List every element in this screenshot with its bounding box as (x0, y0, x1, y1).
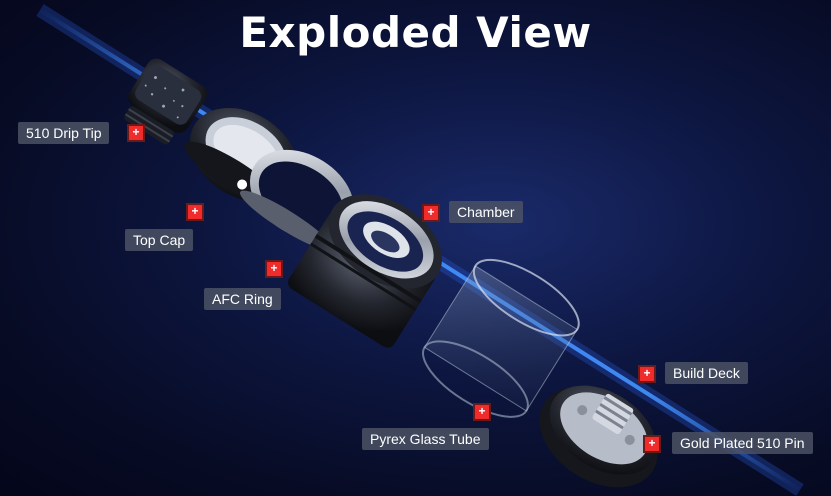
hotspot-gold-plated-510-pin[interactable]: + (643, 435, 661, 453)
label-pyrex-glass-tube: Pyrex Glass Tube (362, 428, 489, 450)
chamber-part (288, 194, 442, 348)
pyrex-glass-tube-part (421, 258, 580, 418)
hotspot-510-drip-tip[interactable]: + (127, 124, 145, 142)
build-deck-part (539, 385, 658, 488)
hotspot-build-deck[interactable]: + (638, 365, 656, 383)
hotspot-chamber[interactable]: + (422, 204, 440, 222)
label-afc-ring: AFC Ring (204, 288, 281, 310)
label-top-cap: Top Cap (125, 229, 194, 251)
hotspot-top-cap[interactable]: + (186, 203, 204, 221)
label-chamber: Chamber (449, 201, 523, 223)
hotspot-afc-ring[interactable]: + (265, 260, 283, 278)
hotspot-pyrex-glass-tube[interactable]: + (473, 403, 491, 421)
page-title: Exploded View (239, 8, 592, 57)
label-gold-plated-510-pin: Gold Plated 510 Pin (672, 432, 813, 454)
drip-tip-part (124, 58, 208, 145)
label-build-deck: Build Deck (665, 362, 748, 384)
label-510-drip-tip: 510 Drip Tip (18, 122, 110, 144)
